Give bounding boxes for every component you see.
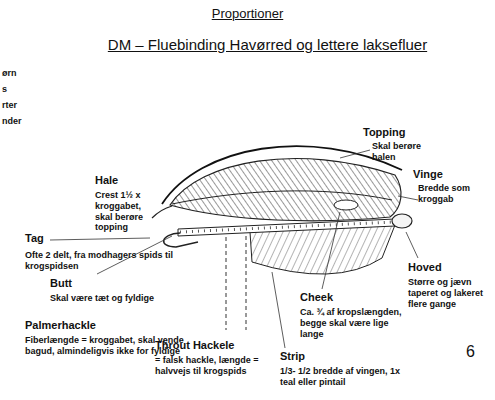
leader-line xyxy=(340,150,370,158)
body xyxy=(178,219,395,236)
part-note: 1/3- 1/2 bredde af vingen, 1x teal eller… xyxy=(280,366,405,388)
part-note: = falsk hackle, længde = halvvejs til kr… xyxy=(155,355,280,377)
page-number: 6 xyxy=(466,342,486,361)
leader-line xyxy=(398,196,418,200)
part-note: Skal være tæt og fyldige xyxy=(50,293,200,304)
wing-rachis xyxy=(172,191,392,204)
leader-line xyxy=(322,212,340,289)
part-name: Butt xyxy=(50,277,100,290)
throat-hackle xyxy=(250,225,395,274)
body-rib xyxy=(180,222,393,232)
part-note: Bredde som kroggab xyxy=(418,183,490,205)
part-name: Strip xyxy=(280,350,340,363)
heading: Proportioner xyxy=(0,6,495,22)
tail xyxy=(152,206,172,218)
cut-off-text: nder xyxy=(2,116,32,127)
part-note: Ca. ¾ af kropslængden, begge skal være l… xyxy=(300,307,410,339)
leader-line xyxy=(50,238,150,240)
part-note: Skal berøre halen xyxy=(372,141,434,163)
part-note: Crest 1½ x kroggabet, skal berøre toppin… xyxy=(95,190,157,233)
cut-off-text: ørn xyxy=(2,68,32,79)
part-note: Ofte 2 delt, fra modhagers spids til kro… xyxy=(25,250,205,272)
measure-line xyxy=(246,236,247,330)
leader-line xyxy=(272,272,285,348)
head xyxy=(392,214,412,228)
part-name: Vinge xyxy=(413,168,473,181)
part-name: Throut Hackele xyxy=(155,339,265,352)
topping xyxy=(162,146,402,204)
cut-off-text: s xyxy=(2,84,32,95)
part-name: Topping xyxy=(363,126,433,139)
part-name: Hoved xyxy=(408,261,468,274)
cheek xyxy=(334,200,358,210)
part-name: Tag xyxy=(25,232,65,245)
part-note: Større og jævn taperet og lakeret flere … xyxy=(408,277,493,309)
cut-off-text: rter xyxy=(2,100,32,111)
part-name: Hale xyxy=(95,174,155,187)
hook-bend xyxy=(164,233,198,247)
leader-line xyxy=(406,232,418,258)
part-name: Cheek xyxy=(300,291,360,304)
measure-line xyxy=(226,237,227,330)
title: DM – Fluebinding Havørred og lettere lak… xyxy=(40,36,495,54)
part-name: Palmerhackle xyxy=(25,319,135,332)
